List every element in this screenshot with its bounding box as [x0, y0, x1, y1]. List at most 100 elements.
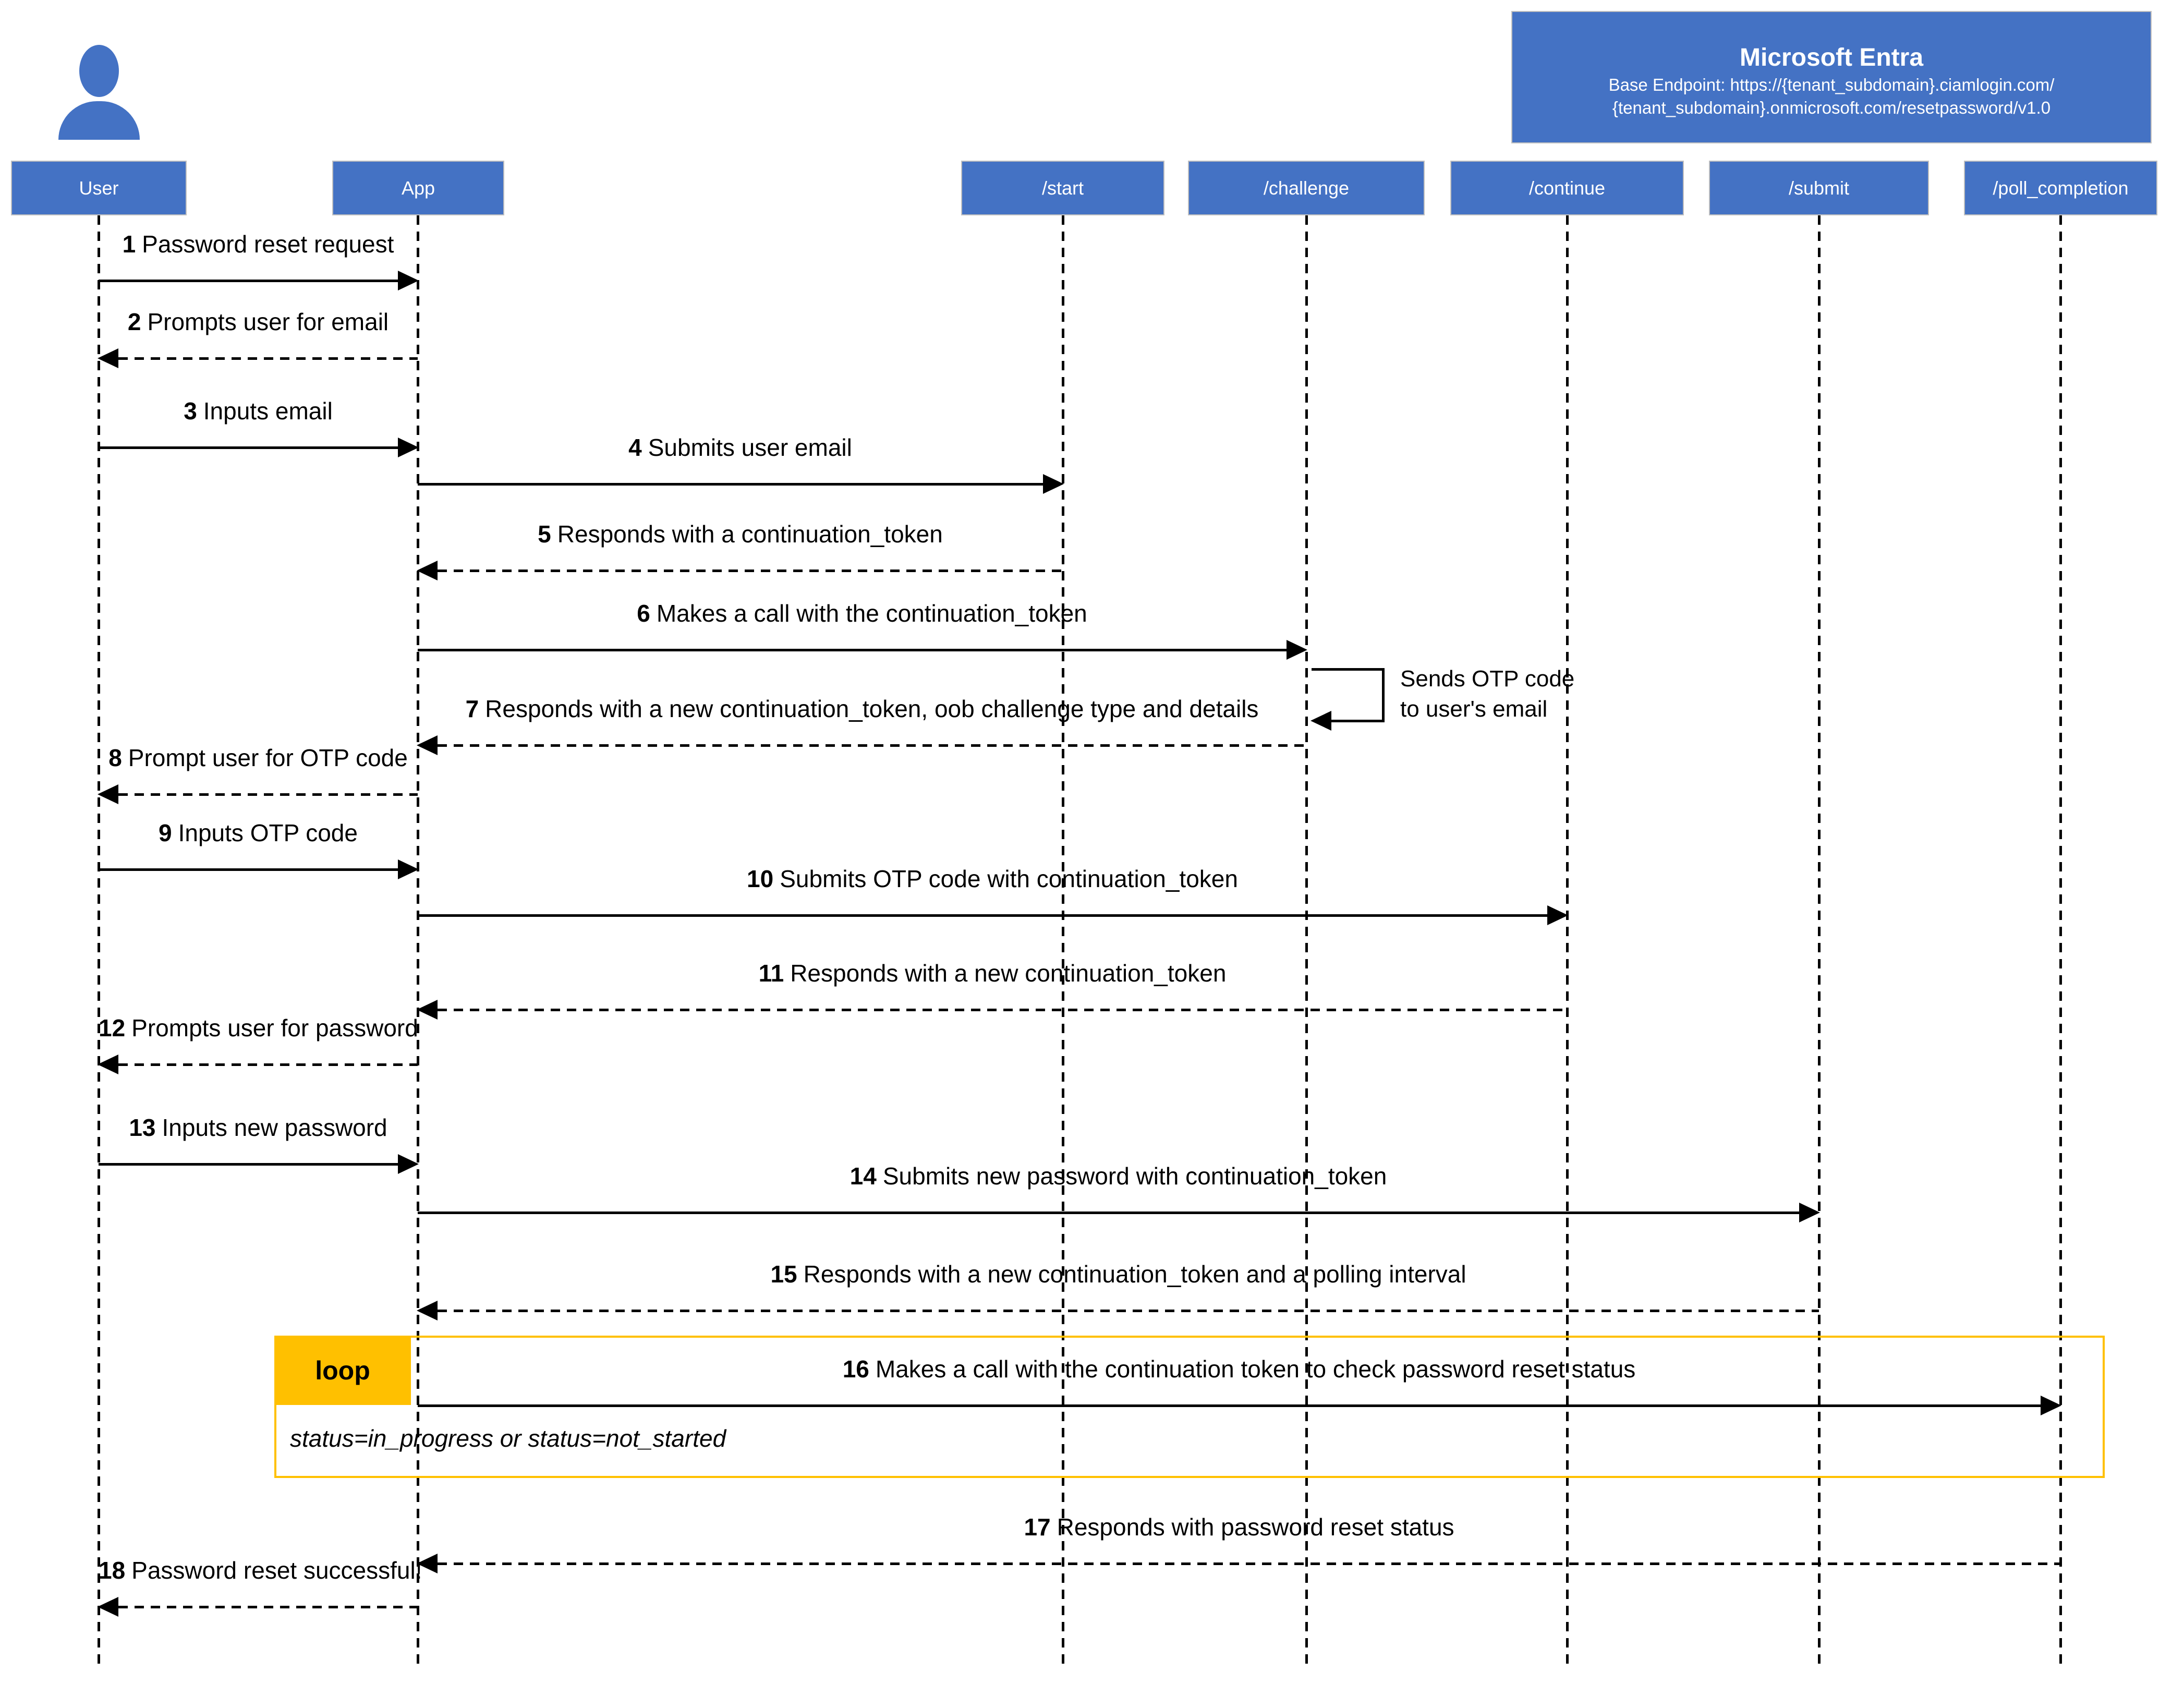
- self-message-line: [1312, 668, 1385, 671]
- message-text: Responds with a new continuation_token: [790, 960, 1227, 987]
- message-number: 5: [538, 520, 551, 548]
- message-text: Responds with a new continuation_token, …: [485, 695, 1259, 722]
- actor-label: App: [401, 177, 435, 199]
- message-text: Responds with password reset status: [1057, 1513, 1454, 1541]
- entra-title: Microsoft Entra: [1739, 44, 1924, 71]
- message-text: Password reset request: [142, 231, 394, 258]
- message-text: Inputs OTP code: [178, 819, 358, 846]
- lifeline-submit: [1818, 215, 1821, 1667]
- solid-arrow-right: [99, 1154, 419, 1174]
- user-person-icon-body: [58, 101, 140, 140]
- message-number: 11: [758, 960, 784, 987]
- message-text: Password reset successful!: [131, 1557, 422, 1584]
- self-message-line: [1330, 720, 1385, 722]
- dashed-arrow-left: [98, 1055, 418, 1074]
- actor-box-app: App: [332, 161, 504, 215]
- solid-arrow-right: [99, 438, 419, 457]
- lifeline-app: [417, 215, 419, 1667]
- message-number: 17: [1024, 1513, 1051, 1541]
- actor-label: /continue: [1528, 177, 1606, 199]
- self-message-arrowhead: [1311, 711, 1331, 731]
- dashed-arrow-left: [98, 348, 418, 368]
- solid-arrow-right: [418, 1203, 1820, 1222]
- actor-label: /challenge: [1263, 177, 1350, 199]
- message-number: 13: [129, 1114, 156, 1141]
- dashed-arrow-left: [417, 1000, 1567, 1020]
- actor-label: /submit: [1788, 177, 1850, 199]
- self-note-line2: to user's email: [1400, 696, 1548, 722]
- actor-label: /poll_completion: [1993, 177, 2129, 199]
- entra-endpoint-line2: {tenant_subdomain}.onmicrosoft.com/reset…: [1612, 98, 2051, 117]
- lifeline-start: [1062, 215, 1064, 1667]
- loop-guard-condition: status=in_progress or status=not_started: [290, 1425, 726, 1452]
- actor-box-user: User: [11, 161, 187, 215]
- actor-box-continue: /continue: [1450, 161, 1684, 215]
- message-number: 6: [637, 600, 650, 627]
- message-text: Makes a call with the continuation token…: [875, 1355, 1636, 1383]
- message-number: 10: [747, 865, 774, 892]
- self-note-line1: Sends OTP code: [1400, 666, 1575, 692]
- solid-arrow-right: [418, 474, 1064, 494]
- lifeline-poll-completion: [2059, 215, 2062, 1667]
- message-text: Submits OTP code with continuation_token: [780, 865, 1238, 892]
- message-number: 18: [99, 1557, 126, 1584]
- actor-label: User: [79, 177, 119, 199]
- dashed-arrow-left: [98, 784, 418, 804]
- solid-arrow-right: [99, 859, 419, 879]
- dashed-arrow-left: [417, 561, 1063, 580]
- actor-box-poll-completion: /poll_completion: [1964, 161, 2157, 215]
- entra-endpoint-line1: Base Endpoint: https://{tenant_subdomain…: [1608, 75, 2055, 94]
- actor-box-submit: /submit: [1709, 161, 1929, 215]
- message-text: Prompt user for OTP code: [128, 744, 408, 771]
- self-message-send-otp: Sends OTP code to user's email: [1311, 666, 1677, 736]
- message-number: 2: [127, 308, 141, 335]
- solid-arrow-right: [99, 271, 419, 290]
- message-text: Submits new password with continuation_t…: [882, 1162, 1387, 1190]
- loop-fragment: loop status=in_progress or status=not_st…: [274, 1336, 2105, 1478]
- message-text: Prompts user for password: [131, 1014, 418, 1041]
- actor-label: /start: [1041, 177, 1084, 199]
- message-text: Submits user email: [648, 434, 852, 461]
- user-person-icon: [79, 45, 119, 97]
- self-message-note: Sends OTP code to user's email: [1400, 664, 1574, 724]
- solid-arrow-right: [418, 1396, 2061, 1415]
- lifeline-continue: [1566, 215, 1569, 1667]
- message-number: 3: [184, 397, 197, 425]
- self-message-line: [1382, 668, 1385, 722]
- message-text: Makes a call with the continuation_token: [656, 600, 1087, 627]
- dashed-arrow-left: [417, 1301, 1819, 1320]
- message-number: 9: [159, 819, 172, 846]
- dashed-arrow-left: [98, 1597, 418, 1617]
- dashed-arrow-left: [417, 1554, 2060, 1573]
- message-number: 8: [108, 744, 122, 771]
- solid-arrow-right: [418, 640, 1307, 660]
- message-text: Prompts user for email: [147, 308, 389, 335]
- message-text: Responds with a new continuation_token a…: [803, 1261, 1466, 1288]
- message-number: 4: [628, 434, 642, 461]
- lifeline-challenge: [1305, 215, 1308, 1667]
- message-text: Inputs new password: [162, 1114, 387, 1141]
- dashed-arrow-left: [417, 735, 1306, 755]
- message-text: Responds with a continuation_token: [557, 520, 943, 548]
- message-number: 14: [850, 1162, 877, 1190]
- message-text: Inputs email: [203, 397, 333, 425]
- actor-box-challenge: /challenge: [1188, 161, 1425, 215]
- entra-header-box: Microsoft Entra Base Endpoint: https://{…: [1511, 11, 2152, 143]
